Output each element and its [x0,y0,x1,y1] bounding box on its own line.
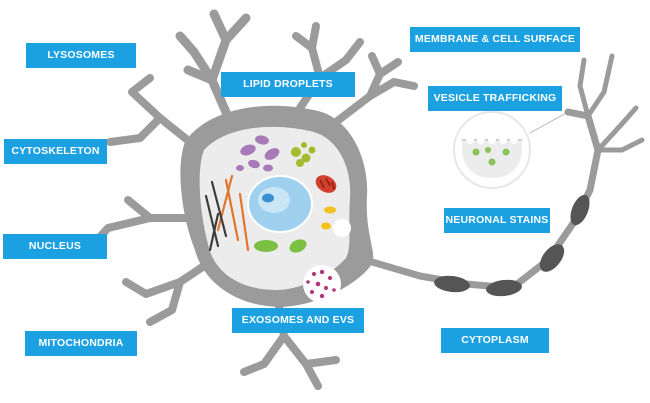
label-membrane-cell-surface[interactable]: MEMBRANE & CELL SURFACE [410,27,580,52]
label-lipid-droplets[interactable]: LIPID DROPLETS [221,72,355,97]
label-mitochondria[interactable]: MITOCHONDRIA [25,331,137,356]
mitochondrion [315,175,337,193]
label-nucleus[interactable]: NUCLEUS [3,234,107,259]
label-neuronal-stains[interactable]: NEURONAL STAINS [444,208,550,233]
callout-endpoint [565,109,571,115]
dendrite-left-upper [106,74,204,154]
label-vesicle-trafficking[interactable]: VESICLE TRAFFICKING [428,86,562,111]
exosome-cluster [303,265,341,303]
dendrite-bottom [240,296,340,390]
dendrite-top-left [175,9,251,131]
dendrite-top-right [332,52,418,126]
cytoskeleton-fibers [204,174,250,252]
membrane-bulge [333,219,351,237]
green-organelles [254,239,307,253]
lysosome-cluster [236,135,280,172]
nucleolus [262,193,274,203]
label-exosomes-and-evs[interactable]: EXOSOMES AND EVS [232,308,364,333]
dendrite-left-lower [122,258,214,326]
label-lysosomes[interactable]: LYSOSOMES [26,43,136,68]
label-cytoskeleton[interactable]: CYTOSKELETON [4,139,107,164]
label-cytoplasm[interactable]: CYTOPLASM [441,328,549,353]
nucleus [247,175,313,233]
callout-connector [529,111,569,134]
axon-terminals [577,53,645,153]
lipid-droplet-cluster [291,142,316,167]
yellow-organelles [321,206,336,230]
myelin-sheath [434,194,590,297]
vesicle-magnifier [453,111,531,189]
